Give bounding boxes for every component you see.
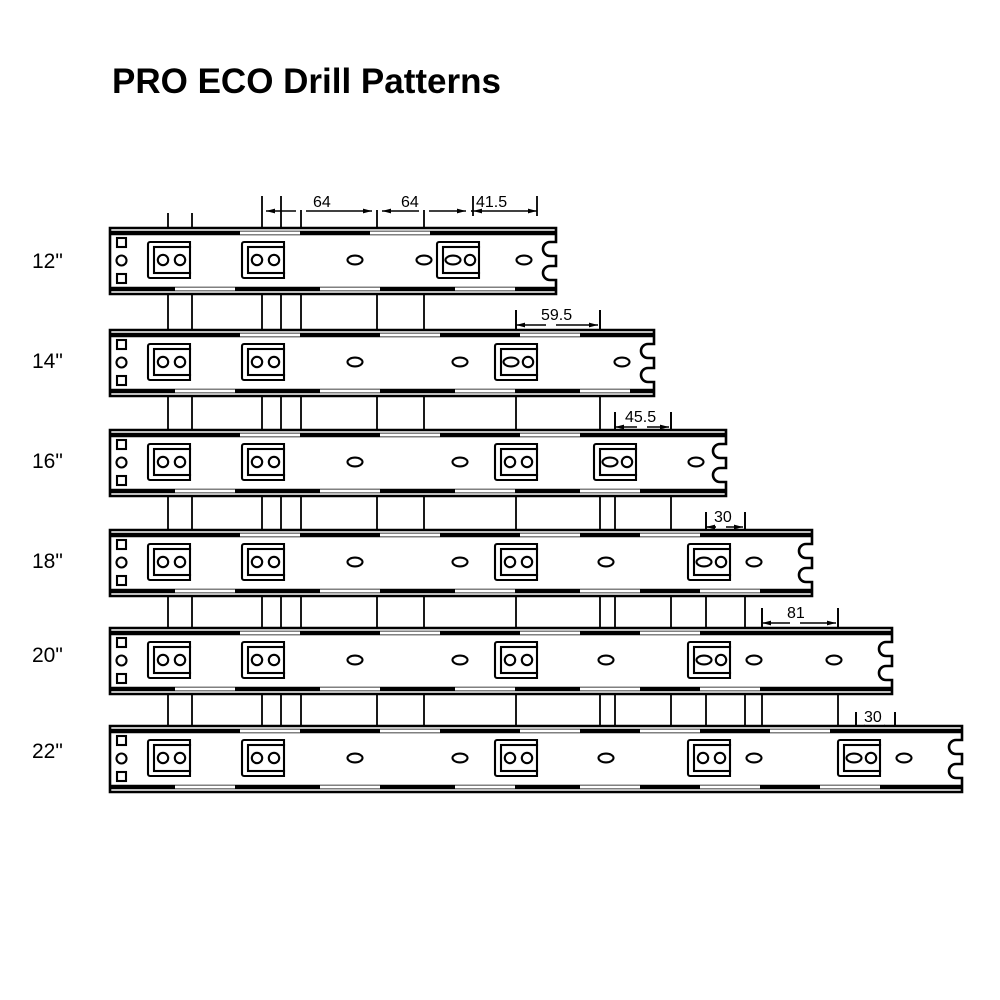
bracket: [240, 542, 286, 582]
dim-label-59-5: 59.5: [541, 307, 572, 324]
dim-label-41-5: 41.5: [476, 194, 507, 211]
bracket: [240, 342, 286, 382]
row-label-22: 22": [32, 740, 63, 763]
bracket: [146, 442, 192, 482]
rail-row-14: 59.5: [108, 307, 656, 398]
bracket-end: [435, 240, 481, 280]
dim-label-64b: 64: [401, 194, 419, 211]
bracket: [146, 240, 192, 280]
page-title: PRO ECO Drill Patterns: [112, 62, 501, 101]
bracket-end: [686, 542, 732, 582]
bracket: [686, 640, 732, 680]
bracket: [240, 442, 286, 482]
row-label-20: 20": [32, 644, 63, 667]
row-label-12: 12": [32, 250, 63, 273]
rail-row-12: [108, 226, 558, 296]
bracket: [240, 240, 286, 280]
bracket: [686, 738, 732, 778]
dim-label-64a: 64: [313, 194, 331, 211]
dim-label-81: 81: [787, 605, 805, 622]
bracket: [240, 738, 286, 778]
bracket: [493, 542, 539, 582]
bracket: [493, 442, 539, 482]
bracket: [240, 640, 286, 680]
rail-row-18: 30: [108, 509, 814, 598]
dim-label-45-5: 45.5: [625, 409, 656, 426]
bracket-end: [592, 442, 638, 482]
bracket-end: [836, 738, 882, 778]
bracket: [146, 738, 192, 778]
bracket: [146, 640, 192, 680]
rail-row-16: 45.5: [108, 409, 728, 498]
row-label-16: 16": [32, 450, 63, 473]
dim-label-30b: 30: [864, 709, 882, 726]
rail-row-20: 81: [108, 605, 894, 696]
bracket-end: [493, 342, 539, 382]
rail-row-22: 30: [108, 709, 964, 794]
bracket: [146, 342, 192, 382]
dimension-group-top: 64 64 41.5: [266, 194, 538, 216]
row-label-14: 14": [32, 350, 63, 373]
bracket: [493, 738, 539, 778]
bracket: [493, 640, 539, 680]
bracket: [146, 542, 192, 582]
dim-label-30a: 30: [714, 509, 732, 526]
row-label-18: 18": [32, 550, 63, 573]
